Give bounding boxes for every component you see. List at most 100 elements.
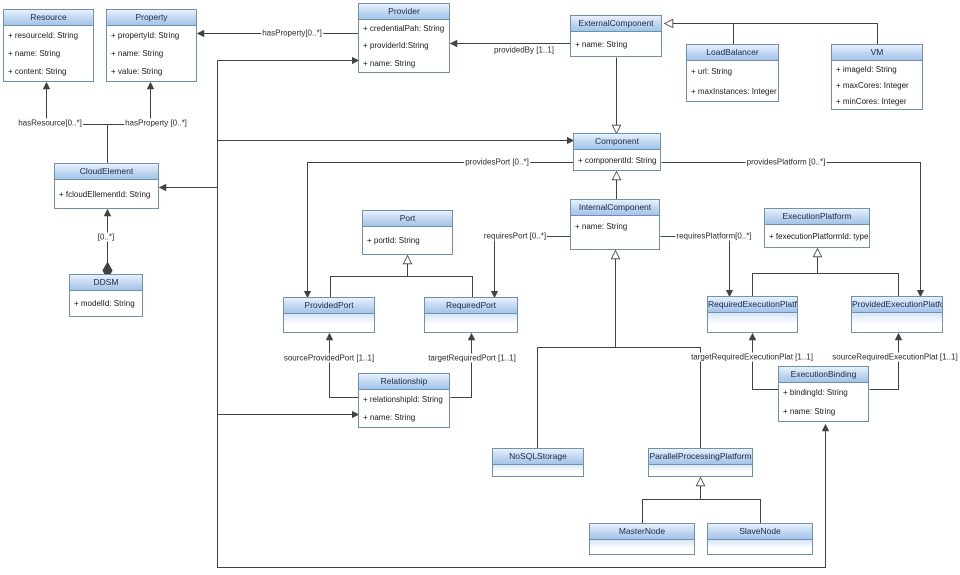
edge-label-targetrequiredport: targetRequiredPort [1..1] [427, 353, 517, 363]
edge-inherit-nodes-branch [642, 499, 761, 524]
class-attribute: + maxInstances: Integer [691, 86, 777, 96]
edge-label-hasresource: hasResource[0..*] [17, 118, 83, 128]
class-title: ProvidedExecutionPlatform [852, 297, 942, 313]
class-parallelprocessingplatform[interactable]: ParallelProcessingPlatform [648, 448, 753, 477]
empty-compartment [425, 314, 517, 332]
edge-label-targetrequiredexecutionplat: targetRequiredExecutionPlat [1..1] [690, 352, 814, 362]
class-title: Port [363, 211, 452, 227]
class-attribute: + value: String [111, 67, 163, 77]
class-property[interactable]: Property + propertyId: String + name: St… [106, 9, 197, 82]
class-requiredport[interactable]: RequiredPort [424, 297, 518, 333]
edge-label-sourcerequiredexecutionplat: sourceRequiredExecutionPlat [1..1] [831, 352, 959, 362]
class-nosqlstorage[interactable]: NoSQLStorage [492, 448, 584, 477]
class-loadbalancer[interactable]: LoadBalancer + url: String + maxInstance… [686, 44, 779, 102]
class-title: DDSM [70, 275, 142, 291]
class-title: VM [832, 45, 922, 61]
class-externalcomponent[interactable]: ExternalComponent + name: String [570, 15, 662, 57]
class-attribute: + relationshipId: String [363, 394, 443, 404]
class-title: Provider [359, 4, 449, 20]
edge-inherit-ports-branch [330, 276, 473, 298]
empty-compartment [493, 465, 583, 476]
class-attribute: + fcloudEllementId: String [59, 189, 151, 199]
edge-label-providedby: providedBy [1..1] [492, 45, 556, 55]
class-executionplatform[interactable]: ExecutionPlatform + fexecutionPlatformId… [764, 208, 870, 248]
empty-compartment [708, 313, 797, 332]
class-attribute: + providerId:String [363, 41, 429, 51]
class-title: ProvidedPort [284, 298, 374, 314]
class-title: RequiredExecutionPlatform [708, 297, 797, 313]
class-cloudelement[interactable]: CloudElement + fcloudEllementId: String [54, 163, 159, 209]
edge-sourceprovidedport [325, 332, 359, 398]
class-title: NoSQLStorage [493, 449, 583, 465]
class-title: RequiredPort [425, 298, 517, 314]
class-title: ExecutionBinding [779, 367, 868, 383]
class-attribute: + url: String [691, 66, 733, 76]
empty-compartment [852, 313, 942, 332]
class-title: Property [107, 10, 196, 26]
class-attribute: + name: String [8, 48, 61, 58]
class-attribute: + name: String [111, 48, 164, 58]
class-attribute: + componentId: String [578, 155, 657, 165]
class-title: ParallelProcessingPlatform [649, 449, 752, 465]
class-masternode[interactable]: MasterNode [589, 523, 695, 555]
class-attribute: + imageId: String [836, 64, 897, 74]
class-title: ExternalComponent [571, 16, 661, 32]
edge-label-ddsm-multiplicity: [0..*] [96, 232, 116, 242]
class-component[interactable]: Component + componentId: String [573, 133, 661, 171]
edge-label-requiresport: requiresPort [0..*] [482, 231, 548, 241]
class-attribute: + resourceId: String [8, 30, 79, 40]
edge-label-requiresplatform: requiresPlatform[0..*] [675, 231, 753, 241]
edge-label-providesport: providesPort [0..*] [464, 157, 530, 167]
class-resource[interactable]: Resource + resourceId: String + name: St… [3, 9, 94, 82]
edge-requiresport [490, 236, 571, 299]
edge-inherit-vm-externalcomponent [665, 24, 878, 45]
class-attribute: + name: String [363, 58, 416, 68]
edge-targetrequiredport [450, 332, 476, 398]
class-attribute: + content: String [8, 67, 67, 77]
edge-inherit-platforms-branch [752, 273, 899, 297]
class-attribute: + minCores: Integer [836, 96, 907, 106]
class-attribute: + maxCores: Integer [836, 80, 909, 90]
class-title: InternalComponent [571, 200, 659, 216]
class-attribute: + credentialPah: String [363, 24, 445, 34]
class-title: ExecutionPlatform [765, 209, 869, 225]
empty-compartment [590, 540, 694, 554]
edge-inherit-storage-branch [537, 347, 701, 449]
edge-label-providesplatform: providesPlatform [0..*] [745, 157, 827, 167]
class-ddsm[interactable]: DDSM + modelId: String [69, 274, 143, 317]
class-attribute: + fexecutionPlatformId: type [769, 231, 869, 241]
class-attribute: + name: String [575, 39, 628, 49]
edge-label-hasproperty-provider: hasProperty[0..*] [261, 28, 323, 38]
class-port[interactable]: Port + portId: String [362, 210, 453, 255]
empty-compartment [649, 465, 752, 476]
class-attribute: + bindingId: String [783, 388, 848, 397]
empty-compartment [708, 540, 812, 554]
class-slavenode[interactable]: SlaveNode [707, 523, 813, 555]
class-attribute: + name: String [363, 413, 416, 423]
class-vm[interactable]: VM + imageId: String + maxCores: Integer… [831, 44, 923, 110]
class-title: SlaveNode [708, 524, 812, 540]
class-attribute: + name: String [575, 221, 628, 231]
class-requiredexecutionplatform[interactable]: RequiredExecutionPlatform [707, 296, 798, 333]
class-relationship[interactable]: Relationship + relationshipId: String + … [358, 373, 450, 428]
class-provider[interactable]: Provider + credentialPah: String + provi… [358, 3, 450, 73]
empty-compartment [284, 314, 374, 332]
class-attribute: + modelId: String [74, 299, 135, 308]
class-title: MasterNode [590, 524, 694, 540]
class-attribute: + portId: String [367, 236, 420, 245]
edge-label-hasproperty-cloudelement: hasProperty [0..*] [124, 118, 188, 128]
class-executionbinding[interactable]: ExecutionBinding + bindingId: String + n… [778, 366, 869, 422]
edge-sourcerequiredexecutionplat [869, 332, 903, 390]
class-title: Relationship [359, 374, 449, 390]
class-providedport[interactable]: ProvidedPort [283, 297, 375, 333]
class-title: LoadBalancer [687, 45, 778, 61]
class-title: Component [574, 134, 660, 150]
class-internalcomponent[interactable]: InternalComponent + name: String [570, 199, 660, 250]
class-attribute: + propertyId: String [111, 30, 180, 40]
edge-label-sourceprovidedport: sourceProvidedPort [1..1] [282, 353, 376, 363]
class-providedexecutionplatform[interactable]: ProvidedExecutionPlatform [851, 296, 943, 333]
class-title: CloudElement [55, 164, 158, 180]
edge-bus-to-executionbinding [217, 60, 830, 568]
